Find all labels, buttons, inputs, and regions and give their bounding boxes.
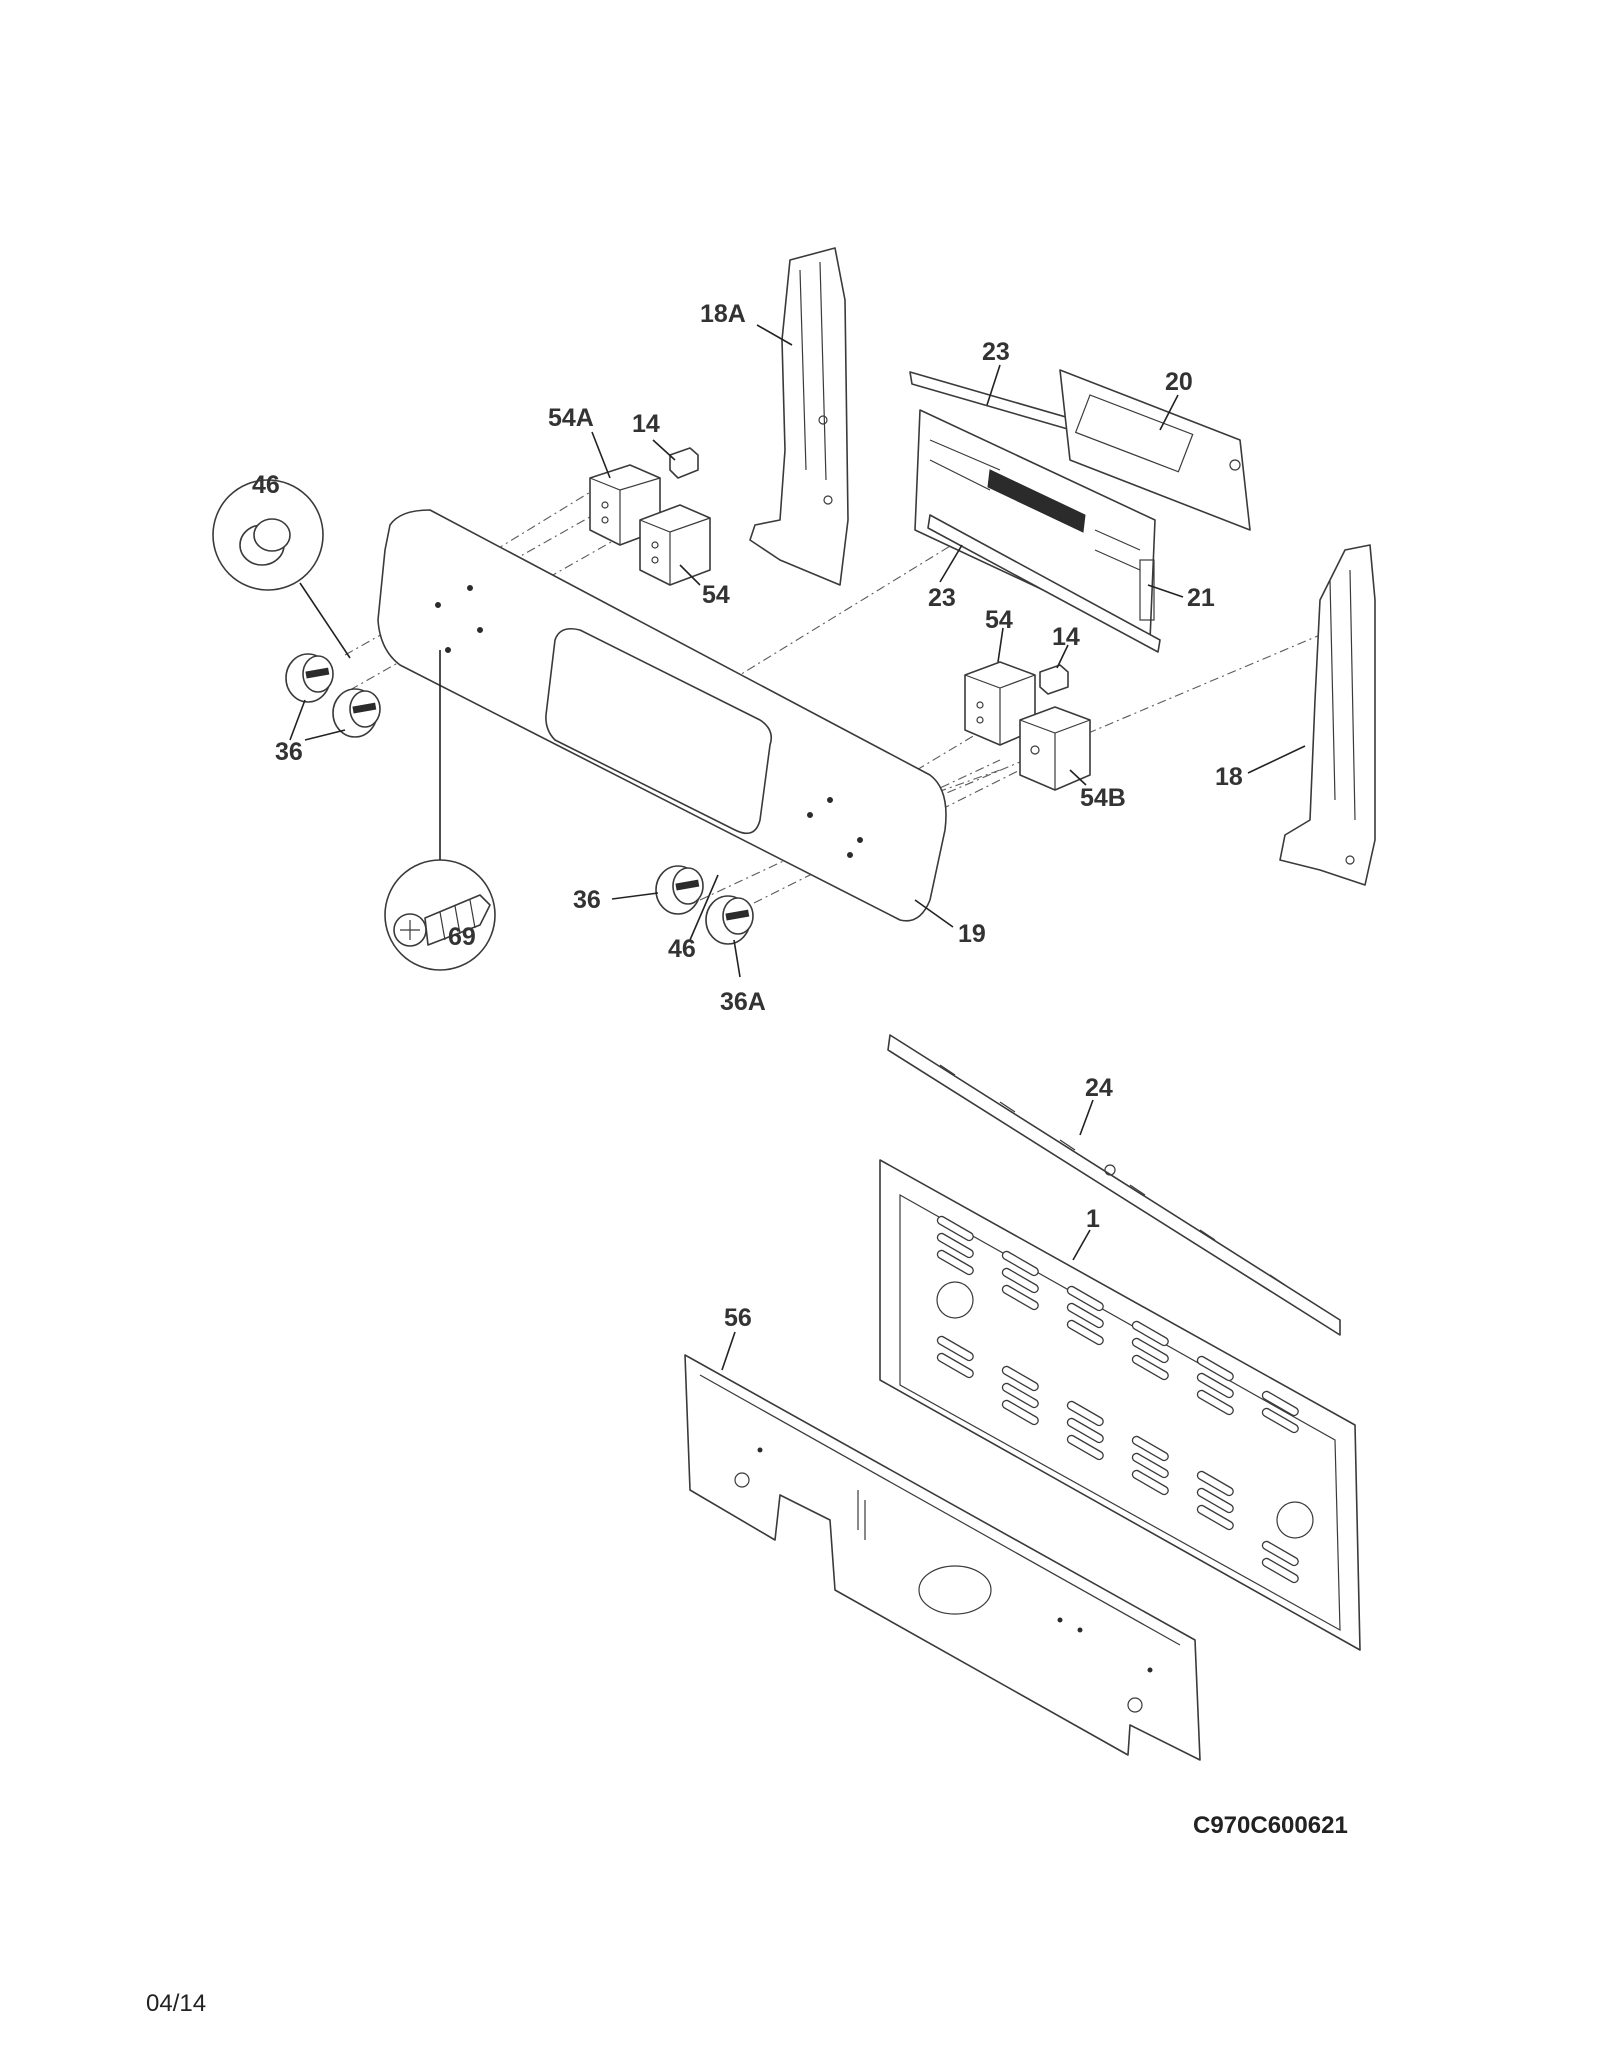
infinite-switch-54B xyxy=(1019,706,1091,791)
callout-18A: 18A xyxy=(700,300,746,328)
callout-19: 19 xyxy=(958,920,986,948)
callout-18: 18 xyxy=(1215,763,1243,791)
indicator-light-14-top xyxy=(669,447,699,479)
callout-36-bottom: 36 xyxy=(573,886,601,914)
infinite-switch-54-top xyxy=(639,504,711,586)
callout-14-mid: 14 xyxy=(1052,623,1080,651)
callout-24: 24 xyxy=(1085,1074,1113,1102)
control-panel-19 xyxy=(377,509,947,922)
control-board-20 xyxy=(1059,369,1251,531)
callout-46-circle: 46 xyxy=(252,471,280,499)
knob-36-left-a xyxy=(285,653,334,703)
callout-21: 21 xyxy=(1187,584,1215,612)
callout-46-bottom: 46 xyxy=(668,935,696,963)
trim-strip-24 xyxy=(887,1034,1341,1336)
indicator-light-14-mid xyxy=(1039,664,1069,695)
callout-36-left: 36 xyxy=(275,738,303,766)
callout-20: 20 xyxy=(1165,368,1193,396)
detail-circle-46 xyxy=(212,479,351,659)
rear-panel-1 xyxy=(879,1159,1361,1651)
callout-36A: 36A xyxy=(720,988,766,1016)
drawing-code: C970C600621 xyxy=(1193,1812,1348,1839)
callout-1: 1 xyxy=(1086,1205,1100,1233)
vent-slots xyxy=(936,1215,1299,1584)
callout-23-bottom: 23 xyxy=(928,584,956,612)
callout-14-top: 14 xyxy=(632,410,660,438)
knob-36A xyxy=(705,895,754,945)
lower-panel-56 xyxy=(684,1354,1201,1761)
callout-54-top: 54 xyxy=(702,581,730,609)
knob-36-bottom xyxy=(655,865,704,915)
trim-strip-23-bottom xyxy=(927,514,1161,653)
oven-control-21 xyxy=(914,409,1156,641)
side-bracket-18 xyxy=(1279,544,1376,886)
infinite-switch-54-mid xyxy=(964,661,1036,746)
knob-36-left-b xyxy=(332,688,381,738)
callout-69: 69 xyxy=(448,923,476,951)
detail-circle-69 xyxy=(384,650,496,971)
side-bracket-18A xyxy=(749,247,849,586)
callout-54B: 54B xyxy=(1080,784,1126,812)
revision-date: 04/14 xyxy=(146,1990,206,2017)
callout-54-mid: 54 xyxy=(985,606,1013,634)
callout-labels: 18A 23 20 54A 14 46 54 23 21 54 14 36 18… xyxy=(252,300,1243,1332)
callout-56: 56 xyxy=(724,1304,752,1332)
leader-lines xyxy=(289,324,1306,1371)
callout-54A: 54A xyxy=(548,404,594,432)
callout-23-top: 23 xyxy=(982,338,1010,366)
